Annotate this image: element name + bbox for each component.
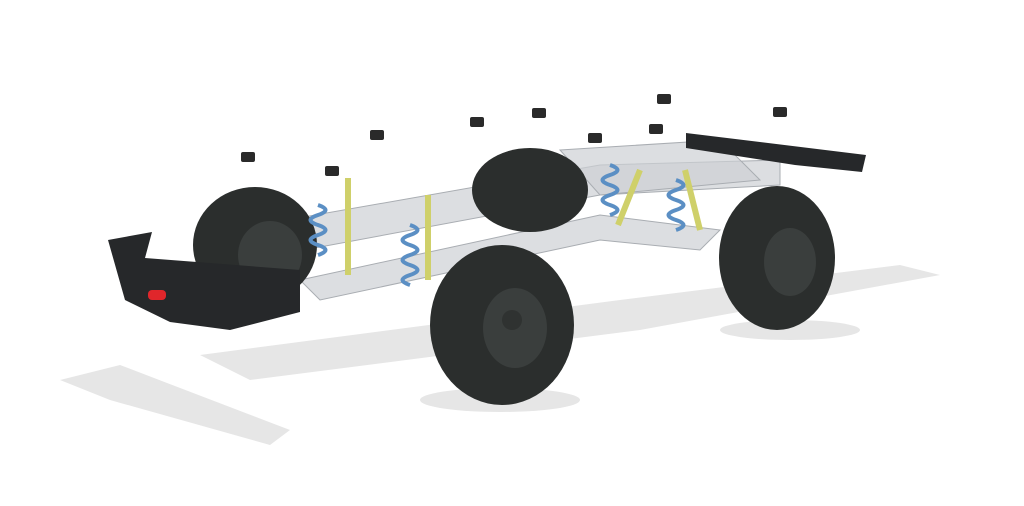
- rear-left-tire: [472, 148, 588, 232]
- front-right-tire: [430, 245, 574, 405]
- rear-bumper: [686, 133, 866, 172]
- coil-springs: [308, 163, 686, 287]
- body-mounts: [241, 94, 787, 176]
- rear-right-tire: [719, 186, 835, 330]
- shock-absorbers: [345, 168, 703, 280]
- winch-hook: [148, 290, 166, 300]
- front-bumper: [108, 232, 300, 330]
